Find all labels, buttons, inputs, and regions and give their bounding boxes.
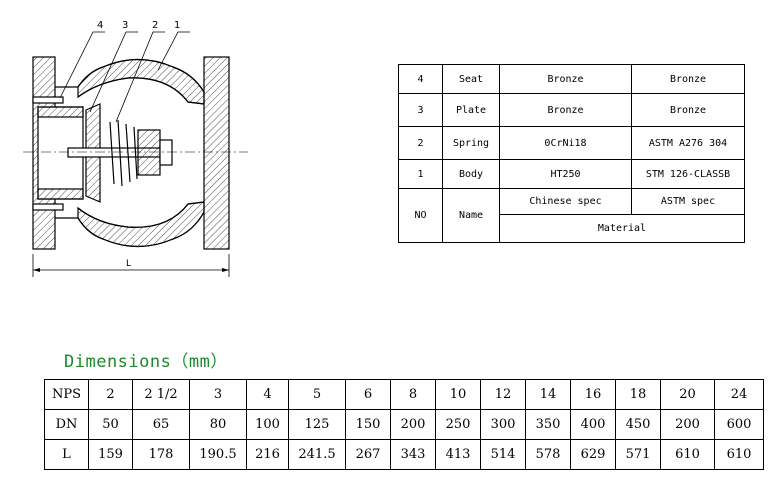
callout-1: 1 [174,20,180,31]
bom-no: 1 [398,159,443,189]
row-label: L [44,439,89,470]
table-cell: 200 [390,409,436,440]
bom-no: 4 [398,64,443,94]
table-cell: 125 [288,409,346,440]
row-label: DN [44,409,89,440]
table-cell: 600 [714,409,764,440]
bom-name: Seat [442,64,500,94]
dimensions-row-nps: NPS 2 2 1/2 3 4 5 6 8 10 12 14 16 18 20 … [44,379,764,410]
table-cell: 100 [246,409,289,440]
table-cell: 178 [132,439,190,470]
dimensions-title: Dimensions（mm） [64,352,228,372]
bom-row: 2 Spring 0CrNi18 ASTM A276 304 [398,126,745,160]
table-cell: 578 [525,439,571,470]
bom-header-chinese-spec: Chinese spec [499,188,632,215]
table-cell: 6 [345,379,391,410]
bom-header-row: Material [399,214,745,243]
bom-name: Spring [442,126,500,160]
table-cell: 4 [246,379,289,410]
table-cell: 10 [435,379,481,410]
table-cell: 300 [480,409,526,440]
bom-header-row: NO Name Chinese spec ASTM spec [398,188,745,243]
bom-chinese-spec: Bronze [499,93,632,127]
table-cell: 20 [660,379,715,410]
table-cell: 514 [480,439,526,470]
bom-no: 2 [398,126,443,160]
bom-chinese-spec: 0CrNi18 [499,126,632,160]
table-cell: 18 [615,379,661,410]
dimensions-row-dn: DN 50 65 80 100 125 150 200 250 300 350 … [44,409,764,440]
dimension-l-label: L [126,259,131,269]
table-cell: 8 [390,379,436,410]
bom-row: 1 Body HT250 STM 126-CLASSB [398,159,745,189]
table-cell: 450 [615,409,661,440]
table-cell: 629 [570,439,616,470]
table-cell: 267 [345,439,391,470]
bom-header-no: NO [398,188,443,243]
table-cell: 350 [525,409,571,440]
dimensions-table: NPS 2 2 1/2 3 4 5 6 8 10 12 14 16 18 20 … [44,379,764,470]
bom-name: Plate [442,93,500,127]
bom-row: 3 Plate Bronze Bronze [398,93,745,127]
bom-astm-spec: ASTM A276 304 [631,126,745,160]
table-cell: 50 [88,409,133,440]
table-cell: 5 [288,379,346,410]
bom-astm-spec: STM 126-CLASSB [631,159,745,189]
table-cell: 343 [390,439,436,470]
table-cell: 3 [189,379,247,410]
table-cell: 190.5 [189,439,247,470]
bom-header-name: Name [442,188,500,243]
bom-row: 4 Seat Bronze Bronze [398,64,745,94]
table-cell: 24 [714,379,764,410]
table-cell: 12 [480,379,526,410]
table-cell: 65 [132,409,190,440]
bom-name: Body [442,159,500,189]
bom-astm-spec: Bronze [631,93,745,127]
table-cell: 2 1/2 [132,379,190,410]
callout-3: 3 [122,20,128,31]
bom-header-astm-spec: ASTM spec [631,188,745,215]
valve-cross-section-drawing: 4 3 2 1 L [23,20,248,277]
callout-4: 4 [97,20,103,31]
bill-of-materials-table: 4 Seat Bronze Bronze 3 Plate Bronze Bron… [398,64,745,243]
table-cell: 413 [435,439,481,470]
table-cell: 400 [570,409,616,440]
table-cell: 241.5 [288,439,346,470]
table-cell: 200 [660,409,715,440]
table-cell: 80 [189,409,247,440]
table-cell: 610 [714,439,764,470]
table-cell: 610 [660,439,715,470]
dimensions-row-l: L 159 178 190.5 216 241.5 267 343 413 51… [44,439,764,470]
table-cell: 250 [435,409,481,440]
row-label: NPS [44,379,89,410]
callout-2: 2 [152,20,158,31]
bom-chinese-spec: HT250 [499,159,632,189]
table-cell: 14 [525,379,571,410]
table-cell: 16 [570,379,616,410]
table-cell: 159 [88,439,133,470]
bom-chinese-spec: Bronze [499,64,632,94]
table-cell: 571 [615,439,661,470]
bom-astm-spec: Bronze [631,64,745,94]
table-cell: 150 [345,409,391,440]
table-cell: 216 [246,439,289,470]
table-cell: 2 [88,379,133,410]
bom-no: 3 [398,93,443,127]
bom-header-material: Material [499,214,745,243]
